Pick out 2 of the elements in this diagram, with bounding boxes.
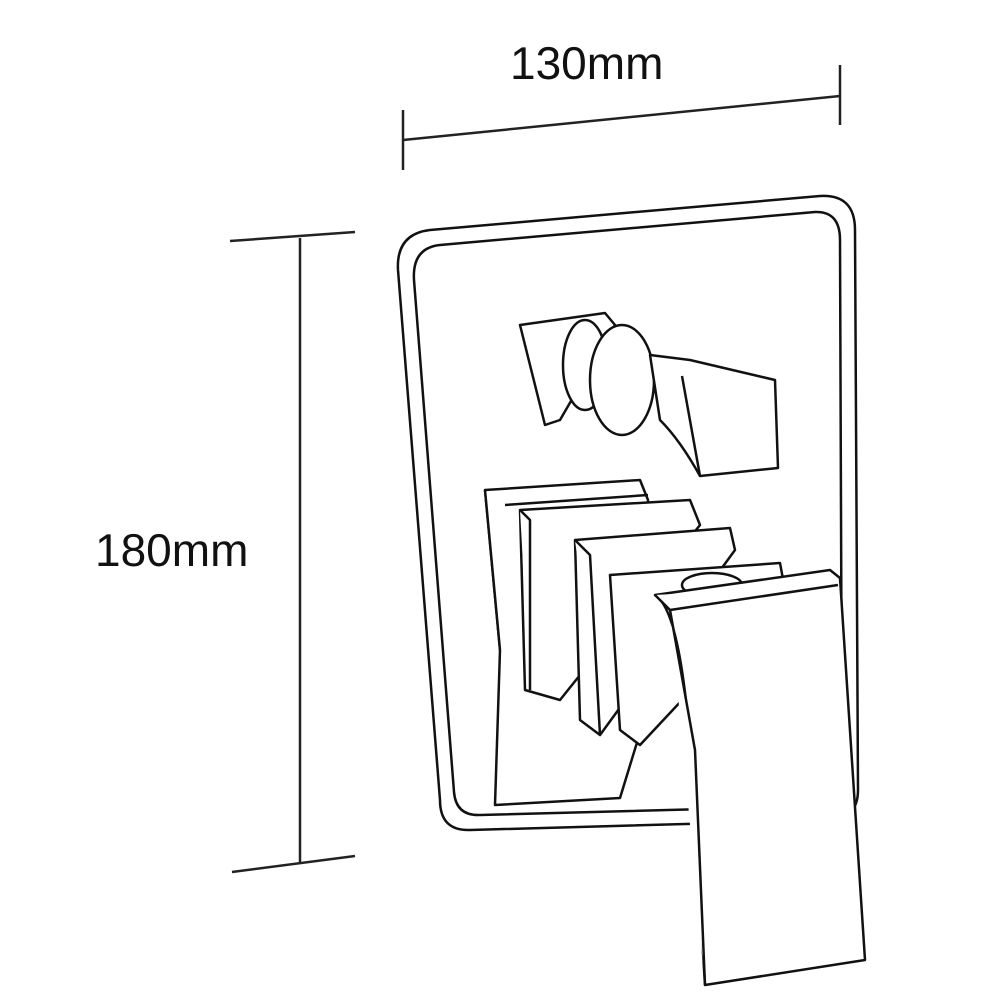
dimension-label: 130mm xyxy=(510,40,664,86)
dimension-label: 180mm xyxy=(95,527,248,573)
